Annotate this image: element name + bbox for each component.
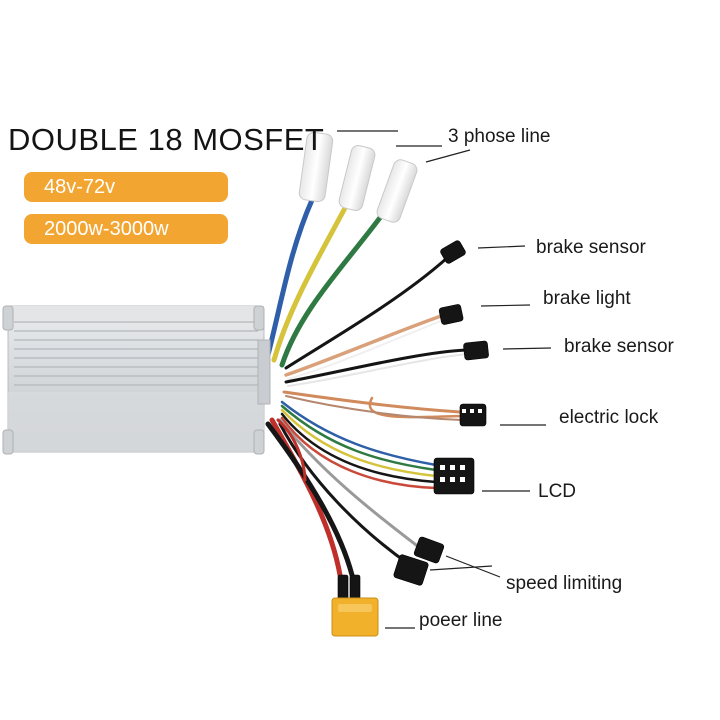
- label-phase-line: 3 phose line: [448, 126, 551, 147]
- controller-housing: [2, 305, 271, 455]
- label-speed-limiting: speed limiting: [506, 573, 623, 594]
- xt-power-connector: [331, 597, 379, 637]
- power-badge: 2000w-3000w: [24, 214, 228, 244]
- connector-pins: [440, 409, 482, 482]
- label-power-line: poeer line: [419, 610, 503, 631]
- signal-connectors: [337, 240, 489, 602]
- label-electric-lock: electric lock: [559, 407, 659, 428]
- label-brake-sensor-2: brake sensor: [564, 336, 674, 357]
- voltage-badge: 48v-72v: [24, 172, 228, 202]
- leader-lines: [337, 130, 552, 629]
- label-lcd: LCD: [538, 481, 577, 502]
- label-brake-light: brake light: [543, 288, 631, 309]
- page-title: DOUBLE 18 MOSFET: [8, 122, 325, 157]
- label-brake-sensor-1: brake sensor: [536, 237, 646, 258]
- phase-plugs: [298, 131, 418, 223]
- wire-bundle: [265, 197, 469, 578]
